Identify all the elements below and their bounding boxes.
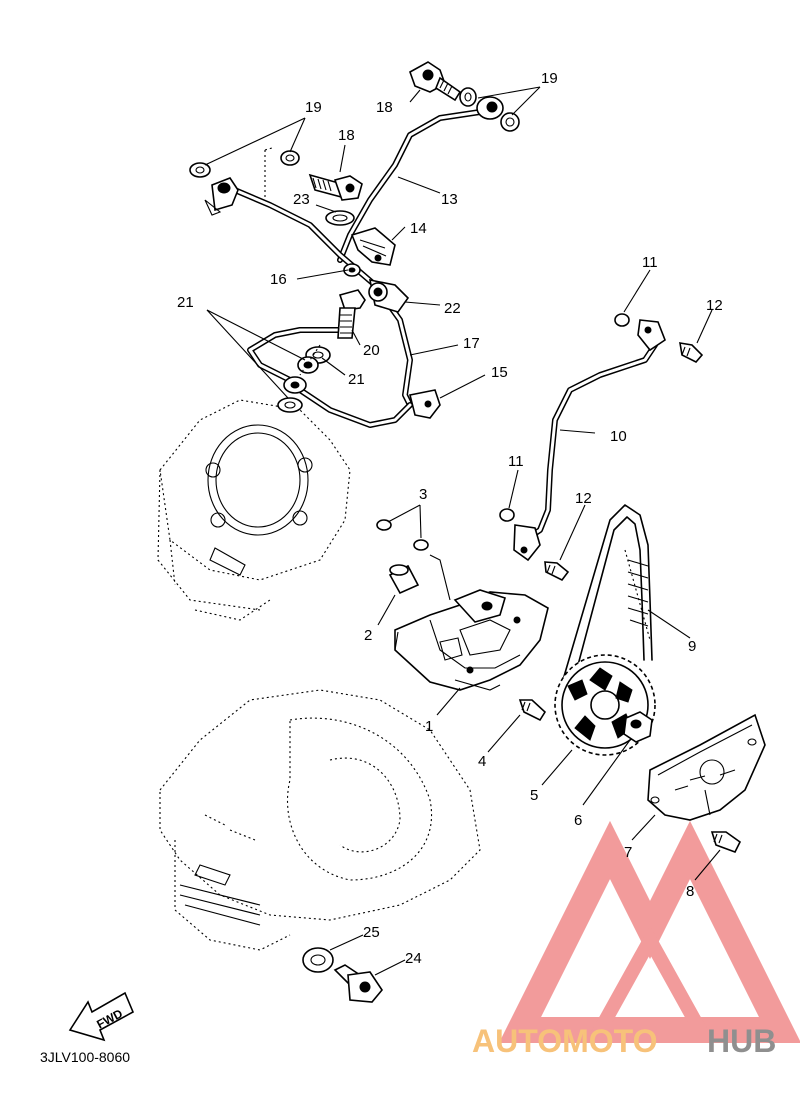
union-bolt-20 (337, 289, 366, 339)
watermark-text-a: AUTOMOTO (472, 1023, 657, 1059)
callout-18-top: 18 (376, 99, 393, 116)
callout-12-bottom: 12 (575, 490, 592, 507)
washer-19-mid (280, 150, 300, 166)
oil-pipe-13 (337, 109, 483, 263)
diagram-code: 3JLV100-8060 (40, 1049, 130, 1065)
clamp-14 (350, 227, 396, 266)
callout-19-right: 19 (541, 70, 558, 87)
leader-lines (204, 86, 721, 976)
bolt-12-top (679, 342, 704, 363)
washer-21-b (283, 376, 307, 394)
callout-18-mid: 18 (338, 127, 355, 144)
callout-19-left: 19 (305, 99, 322, 116)
pipe-10-flange-top (637, 319, 666, 352)
union-bolt-18-mid (308, 173, 363, 201)
washer-19-right-a (459, 87, 477, 107)
banjo-17-top (204, 177, 239, 216)
banjo-13 (476, 96, 504, 120)
watermark-text-b: HUB (707, 1023, 776, 1059)
callout-numbers: 19 18 18 19 13 23 14 16 22 21 20 17 21 1… (177, 70, 723, 967)
oil-pipe-10 (522, 342, 658, 543)
washer-25 (302, 947, 334, 973)
callout-24: 24 (405, 950, 422, 967)
callout-8: 8 (686, 883, 694, 900)
bolt-8 (710, 831, 742, 853)
callout-1: 1 (425, 718, 433, 735)
fwd-arrow: FWD (68, 991, 135, 1042)
callout-9: 9 (688, 638, 696, 655)
crankcase-outline (159, 689, 481, 951)
o-ring-3-a (376, 519, 392, 531)
callout-3: 3 (419, 486, 427, 503)
callout-13: 13 (441, 191, 458, 208)
callout-23: 23 (293, 191, 310, 208)
callout-11-bottom: 11 (508, 453, 524, 470)
union-bolt-18-top (409, 61, 462, 102)
cover-7 (647, 713, 766, 821)
callout-22: 22 (444, 300, 461, 317)
o-ring-3-b (413, 539, 429, 551)
watermark-logo (498, 820, 800, 1043)
callout-12-top: 12 (706, 297, 723, 314)
callout-14: 14 (410, 220, 427, 237)
watermark-text: AUTOMOTO HUB (472, 1023, 776, 1059)
o-ring-11-top (614, 313, 630, 327)
pipe-10-flange-bottom (513, 524, 541, 562)
bracket-15 (409, 389, 441, 419)
callout-20: 20 (363, 342, 380, 359)
fitting-22 (368, 278, 410, 313)
callout-15: 15 (491, 364, 508, 381)
washer-19-right-b (500, 112, 520, 132)
callout-7: 7 (624, 844, 632, 861)
washer-19-left (189, 162, 211, 178)
callout-17: 17 (463, 335, 480, 352)
callout-25: 25 (363, 924, 380, 941)
callout-2: 2 (364, 627, 372, 644)
drain-bolt-24 (333, 964, 383, 1003)
callout-4: 4 (478, 753, 486, 770)
banjo-17-mid (297, 356, 319, 374)
callout-5: 5 (530, 787, 538, 804)
callout-16: 16 (270, 271, 287, 288)
bolt-6 (623, 711, 653, 743)
bolt-4 (518, 699, 547, 722)
drive-chain-9 (559, 504, 653, 696)
callout-21-left: 21 (177, 294, 194, 311)
washer-21-c (277, 397, 303, 413)
bolt-16 (343, 263, 361, 277)
bolt-12-bottom (544, 561, 570, 582)
cylinder-outline (157, 399, 351, 621)
washer-23 (325, 210, 355, 226)
callout-6: 6 (574, 812, 582, 829)
dowel-pin-2 (388, 564, 420, 595)
callout-21-mid: 21 (348, 371, 365, 388)
callout-11-top: 11 (642, 254, 658, 271)
oil-pump-1 (394, 589, 549, 691)
o-ring-11-bottom (499, 508, 515, 522)
callout-10: 10 (610, 428, 627, 445)
